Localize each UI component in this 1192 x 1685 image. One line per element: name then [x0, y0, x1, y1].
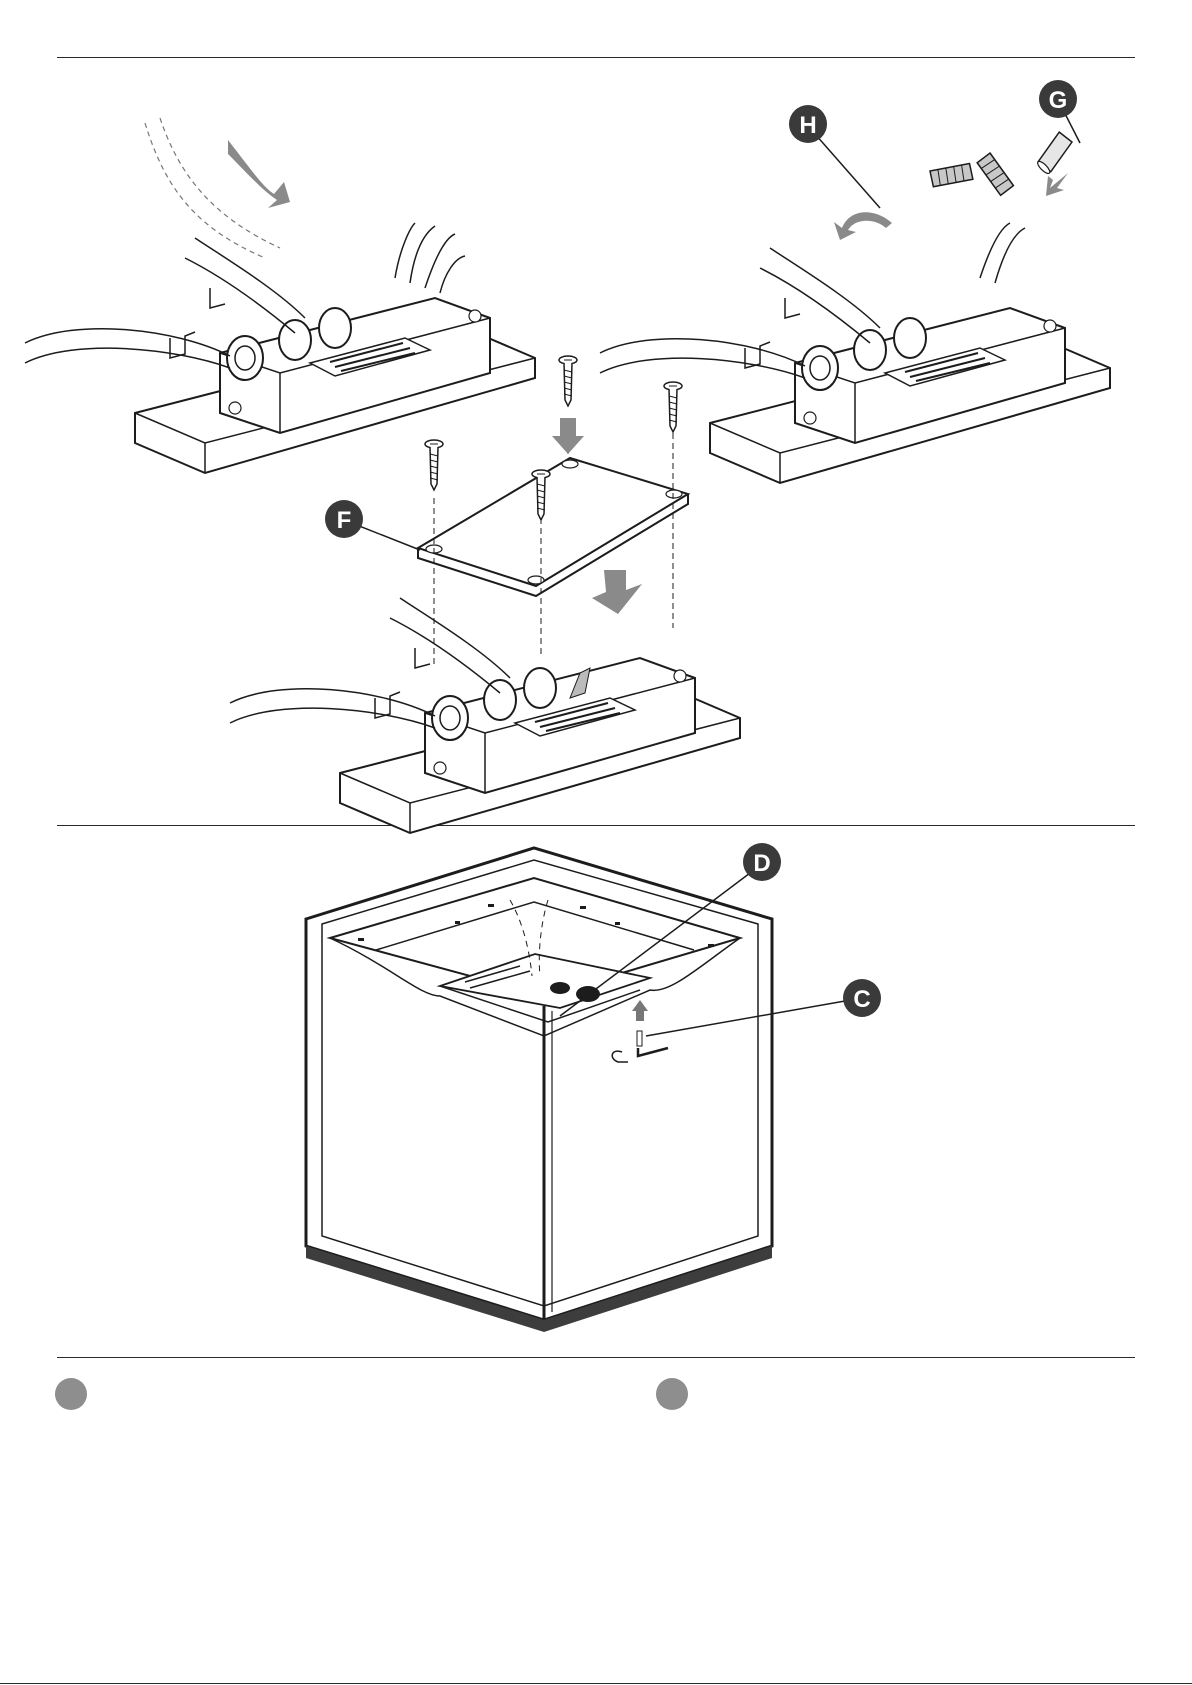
callout-h-label: H	[799, 112, 816, 139]
callout-g-label: G	[1049, 87, 1068, 114]
wire-nut-icon	[930, 163, 974, 187]
fixture-mounting-illustration: D C	[0, 826, 1192, 1356]
screw-icon	[425, 440, 443, 490]
step-marker-left	[55, 1378, 87, 1410]
callout-c-label: C	[853, 986, 870, 1013]
arrow-down-icon	[552, 418, 584, 454]
arrow-down-icon	[592, 570, 642, 614]
wire-nut-icon	[1032, 131, 1077, 176]
arrow-down-icon	[228, 140, 290, 208]
callout-d-label: D	[753, 850, 770, 877]
rotate-arrow-icon	[834, 212, 892, 240]
arrow-down-icon	[1046, 173, 1068, 196]
page-bottom-edge	[0, 1683, 1192, 1684]
wire-nut-icon	[976, 151, 1014, 197]
step-marker-right	[656, 1378, 688, 1410]
screw-icon	[664, 382, 682, 432]
callout-f-label: F	[337, 507, 352, 534]
junction-box-assembly-illustration: H G F	[0, 58, 1192, 824]
section-divider-bottom	[57, 1357, 1135, 1358]
screw-icon	[559, 356, 577, 406]
step-cable-insertion	[25, 118, 535, 473]
step-wire-connection	[600, 223, 1110, 483]
